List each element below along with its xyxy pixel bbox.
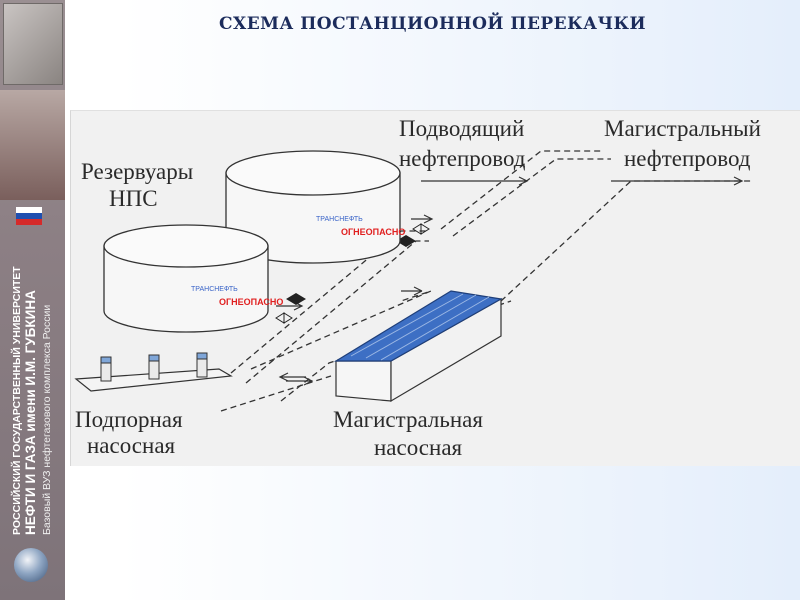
- storage-tank-rear: ТРАНСНЕФТЬ ОГНЕОПАСНО: [225, 150, 405, 264]
- inlet-pipeline-label: Подводящий: [399, 116, 524, 141]
- tanks-label: Резервуары: [81, 159, 193, 184]
- globe-logo-icon: [14, 548, 48, 582]
- booster-line-pipe: [280, 300, 512, 402]
- university-name: РОССИЙСКИЙ ГОСУДАРСТВЕННЫЙ УНИВЕРСИТЕТ Н…: [0, 230, 65, 540]
- tank-company-label: ТРАНСНЕФТЬ: [316, 216, 363, 223]
- main-pipeline-label-2: нефтепровод: [624, 146, 751, 171]
- valves: [275, 223, 430, 324]
- tank-company-label: ТРАНСНЕФТЬ: [191, 286, 238, 293]
- pipelines: [220, 150, 751, 412]
- arrow-right-icon: [286, 376, 314, 386]
- inlet-pipeline-pipe-2: [452, 158, 611, 237]
- diagram-panel: ТРАНСНЕФТЬ ОГНЕОПАСНО ТРАНСНЕФТЬ ОГНЕОПА…: [70, 110, 800, 466]
- booster-pump-station: [74, 352, 233, 392]
- sidebar: РОССИЙСКИЙ ГОСУДАРСТВЕННЫЙ УНИВЕРСИТЕТ Н…: [0, 0, 65, 600]
- university-line-1: РОССИЙСКИЙ ГОСУДАРСТВЕННЫЙ УНИВЕРСИТЕТ: [10, 266, 23, 535]
- valve-icon: [412, 223, 430, 235]
- arrow-right-icon: [421, 176, 529, 186]
- pump-icon: [148, 354, 160, 380]
- inlet-pipeline-pipe: [440, 150, 601, 230]
- university-line-2: НЕФТИ И ГАЗА имени И.М. ГУБКИНА: [23, 290, 38, 535]
- main-pipeline-label: Магистральный: [604, 116, 761, 141]
- inlet-pipeline-label-2: нефтепровод: [399, 146, 526, 171]
- storage-tank-front: ТРАНСНЕФТЬ ОГНЕОПАСНО: [103, 224, 283, 333]
- main-pump-label: Магистральная: [333, 407, 483, 432]
- main-pipeline-pipe: [500, 180, 751, 302]
- russian-flag-icon: [16, 207, 42, 225]
- pumping-scheme-diagram: ТРАНСНЕФТЬ ОГНЕОПАСНО ТРАНСНЕФТЬ ОГНЕОПА…: [74, 116, 761, 460]
- page-title: СХЕМА ПОСТАНЦИОННОЙ ПЕРЕКАЧКИ: [218, 14, 647, 34]
- arrow-left-icon: [278, 372, 306, 382]
- valve-icon: [286, 293, 306, 305]
- booster-station-label-2: насосная: [87, 433, 176, 458]
- tank-warning-label: ОГНЕОПАСНО: [219, 297, 283, 307]
- arrow-right-icon: [401, 286, 423, 296]
- pump-icon: [196, 352, 208, 378]
- oil-derrick-image: [0, 90, 65, 200]
- valve-icon: [275, 312, 293, 324]
- arrow-right-icon: [611, 176, 744, 186]
- valve-icon: [396, 235, 416, 247]
- tanks-label-2: НПС: [109, 186, 158, 211]
- booster-discharge-pipe: [220, 375, 332, 412]
- booster-station-label: Подпорная: [75, 407, 183, 432]
- main-pump-building: [333, 290, 503, 403]
- university-line-3: Базовый ВУЗ нефтегазового комплекса Росс…: [41, 305, 53, 535]
- arrow-right-icon: [411, 214, 434, 224]
- tank-warning-label: ОГНЕОПАСНО: [341, 227, 405, 237]
- booster-to-main-pipe: [250, 290, 432, 370]
- main-pump-label-2: насосная: [374, 435, 463, 460]
- tank-outlet-pipe: [230, 230, 429, 374]
- portrait-image: [3, 3, 63, 85]
- pump-icon: [100, 356, 112, 382]
- flow-arrows: [276, 176, 744, 386]
